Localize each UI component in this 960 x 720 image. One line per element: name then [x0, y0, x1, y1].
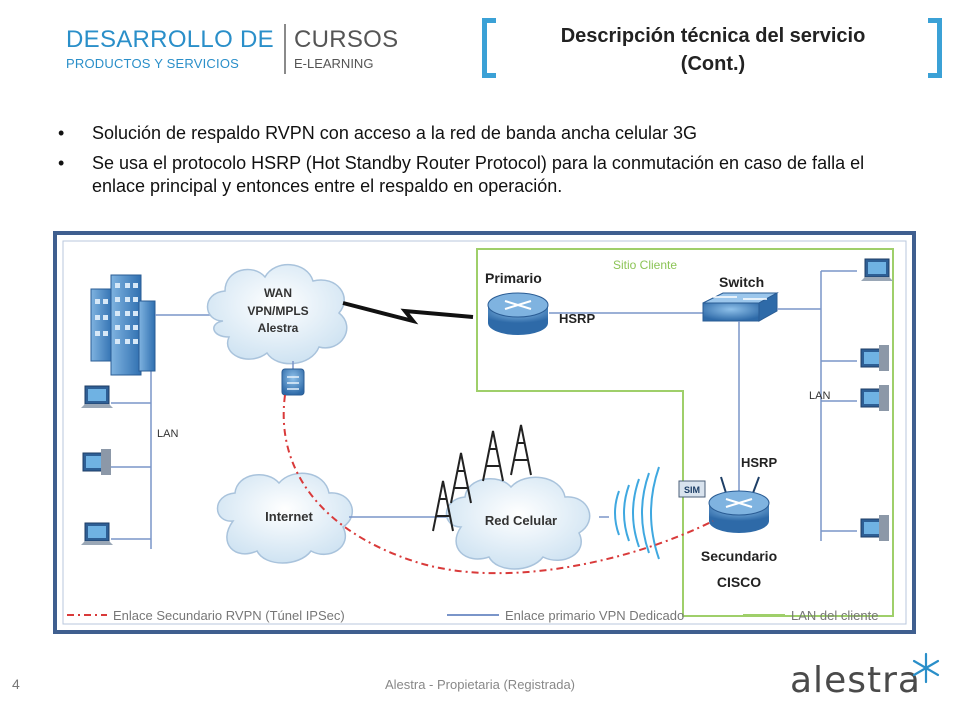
bullet-text: Solución de respaldo RVPN con acceso a l…: [92, 123, 698, 143]
bullet-dot: •: [58, 123, 65, 143]
internet-label: Internet: [265, 509, 313, 524]
lightning-link-icon: [342, 301, 474, 325]
wan-label-line2: VPN/MPLS: [247, 304, 308, 318]
page-number: 4: [12, 676, 20, 692]
firewall-device-icon: [281, 361, 305, 396]
wireless-signal-icon: [614, 466, 660, 560]
secundario-label: Secundario: [701, 548, 777, 564]
headquarters-building-icon: [90, 274, 156, 376]
bullet-dot: •: [58, 153, 65, 173]
primario-label: Primario: [485, 270, 542, 286]
laptop-icon: [861, 258, 893, 281]
title-bracket-right: [928, 18, 942, 78]
logo-line1-left: DESARROLLO DE: [66, 26, 274, 53]
logo-line1-right: CURSOS: [293, 26, 399, 53]
title-line1: Descripción técnica del servicio: [560, 25, 866, 47]
cell-tower-icon: [432, 424, 532, 532]
legend-lan-label: LAN del cliente: [791, 608, 878, 623]
logo-divider: [283, 24, 286, 74]
brand-star-icon: [912, 652, 940, 684]
wan-cloud: WAN VPN/MPLS Alestra: [206, 263, 348, 365]
wan-label-line3: Alestra: [258, 321, 299, 335]
diagram-inner-frame: [62, 240, 907, 625]
sitio-cliente-boundary: [476, 248, 894, 617]
sitio-cliente-label: Sitio Cliente: [613, 258, 677, 272]
bullet-item: • Se usa el protocolo HSRP (Hot Standby R…: [58, 152, 918, 198]
rvpn-tunnel-link: [282, 394, 714, 575]
red-celular-label: Red Celular: [485, 513, 557, 528]
switch-label: Switch: [719, 274, 764, 290]
desktop-computer-icon: [860, 345, 889, 371]
hsrp-bottom-label: HSRP: [741, 455, 777, 470]
course-logo: DESARROLLO DE PRODUCTOS Y SERVICIOS CURS…: [66, 24, 399, 74]
desktop-computer-icon: [860, 385, 889, 411]
red-celular-cloud: Red Celular: [445, 476, 591, 570]
legend-primario-label: Enlace primario VPN Dedicado: [505, 608, 684, 623]
lan-left-label: LAN: [157, 428, 178, 440]
wan-label-line1: WAN: [264, 286, 292, 300]
logo-line2-right: E-LEARNING: [293, 56, 374, 71]
legend-secundario-label: Enlace Secundario RVPN (Túnel IPSec): [113, 608, 345, 623]
logo-line2-left: PRODUCTOS Y SERVICIOS: [66, 56, 240, 71]
brand-logo: alestra: [790, 660, 921, 701]
slide-title: Descripción técnica del servicio (Cont.): [505, 22, 921, 78]
switch-icon: [702, 292, 779, 322]
sim-card-icon: SIM: [678, 480, 706, 498]
title-bracket-left: [482, 18, 496, 78]
hsrp-top-label: HSRP: [559, 311, 595, 326]
lan-right-label: LAN: [809, 390, 830, 402]
bullet-item: • Solución de respaldo RVPN con acceso a …: [58, 122, 918, 145]
desktop-computer-icon: [82, 449, 111, 475]
laptop-icon: [81, 385, 113, 408]
sim-label: SIM: [684, 485, 700, 495]
network-diagram: Sitio Cliente LAN: [53, 231, 916, 634]
internet-cloud: Internet: [216, 472, 354, 564]
laptop-icon: [81, 522, 113, 545]
desktop-computer-icon: [860, 515, 889, 541]
bullet-list: • Solución de respaldo RVPN con acceso a …: [58, 122, 918, 205]
router-primario-icon: [487, 292, 549, 335]
title-line2: (Cont.): [680, 53, 746, 75]
cisco-label: CISCO: [717, 574, 761, 590]
footer-text: Alestra - Propietaria (Registrada): [384, 677, 576, 692]
router-secundario-icon: [708, 476, 770, 533]
diagram-legend: Enlace Secundario RVPN (Túnel IPSec) Enl…: [67, 608, 878, 623]
bullet-text: Se usa el protocolo HSRP (Hot Standby Ro…: [92, 153, 865, 196]
